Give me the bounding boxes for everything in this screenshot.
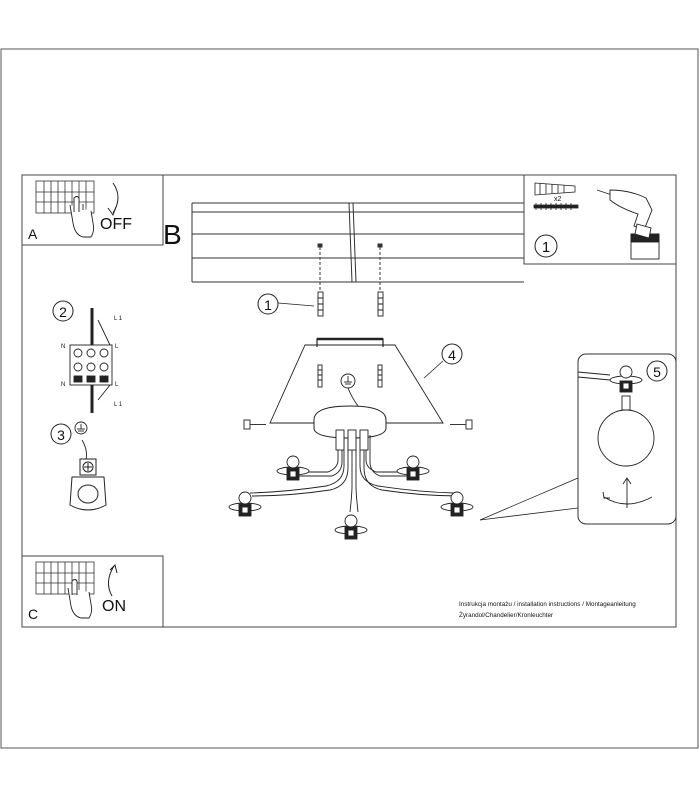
step-4-number: 4 [448, 347, 456, 363]
step-1-leader [277, 302, 315, 307]
lamp-holder-icon [276, 455, 310, 481]
wiring-section: 2 L 1 L 1 N N L L [52, 300, 123, 413]
panel-b: B [163, 202, 524, 290]
arrow-down-head [107, 206, 117, 217]
lamp-holder-icon [440, 491, 474, 517]
arm-posts [335, 429, 369, 451]
ground-icon [74, 421, 88, 435]
step-1-screws-badge [257, 293, 279, 315]
hand-icon [67, 579, 93, 619]
wire-label-l1-bottom: L 1 [114, 402, 123, 408]
drill-hole-marks [317, 243, 383, 290]
panel-b-letter: B [163, 219, 182, 250]
drill-icon [596, 189, 660, 260]
bulb-icon [597, 395, 655, 467]
ground-icon [340, 373, 356, 389]
hand-icon [69, 196, 95, 238]
panel-c-box [21, 555, 164, 628]
arrow-up-icon [108, 565, 115, 597]
panel-a-letter: A [28, 226, 38, 242]
lamp-holder-icon [334, 514, 368, 540]
step-1-badge [534, 234, 558, 258]
lamp-holder-icon [396, 455, 430, 481]
footer-line-1: Instrukcja montażu / installation instru… [459, 601, 636, 608]
lamp-arms [249, 435, 461, 513]
wire-label-l1-top: L 1 [114, 316, 123, 322]
step-4-badge [441, 343, 463, 365]
mounting-bracket [316, 337, 384, 347]
wire-label-l-2: L [115, 382, 119, 388]
rotate-arrow-icon [602, 477, 653, 508]
bulb-detail: 5 [577, 353, 677, 525]
side-screw-icon [243, 419, 473, 430]
page-border [0, 48, 699, 749]
panel-c-on-label: ON [102, 598, 126, 615]
tools-panel: x2 1 [523, 174, 677, 265]
wire-label-n-2: N [61, 382, 65, 388]
step-1-number: 1 [542, 239, 550, 256]
earth-wire [81, 439, 87, 461]
step-1-screws-number: 1 [264, 297, 272, 313]
canopy-outline [269, 344, 444, 424]
earth-section: 3 [50, 421, 107, 511]
wire-label-n: N [61, 344, 65, 350]
step-3-number: 3 [57, 427, 65, 443]
lamp-holder-icon [577, 365, 643, 393]
detail-pointer [479, 507, 579, 521]
wall-plug-icon [534, 182, 576, 196]
breaker-panel-icon [35, 180, 95, 214]
panel-a-off-label: OFF [100, 216, 132, 233]
wire-label-l: L [115, 344, 119, 350]
chandelier-assembly: 1 4 [228, 291, 579, 540]
screw-icon [317, 364, 383, 388]
ceiling-icon [191, 202, 524, 283]
step-3-badge [50, 423, 72, 445]
step-2-badge [52, 300, 74, 322]
screw-icon [533, 203, 579, 210]
step-5-badge [646, 360, 668, 382]
footer-line-2: Żyrandol/Chandelier/Kronleuchter [459, 610, 553, 619]
step-5-number: 5 [653, 364, 661, 380]
step-2-number: 2 [59, 304, 67, 320]
detail-pointer [479, 477, 579, 521]
panel-c: C ON [21, 555, 164, 628]
panel-a: A OFF [21, 174, 164, 246]
panel-c-letter: C [28, 606, 38, 622]
earth-clamp-icon [69, 458, 107, 511]
wall-plug-icon [317, 291, 384, 317]
step-4-leader [423, 360, 444, 379]
quantity-label: x2 [554, 196, 562, 203]
earth-wire [347, 387, 359, 407]
terminal-block-icon [69, 308, 113, 413]
arrow-up-head [109, 564, 118, 574]
lamp-holder-icon [228, 491, 262, 517]
breaker-panel-icon [35, 561, 95, 595]
